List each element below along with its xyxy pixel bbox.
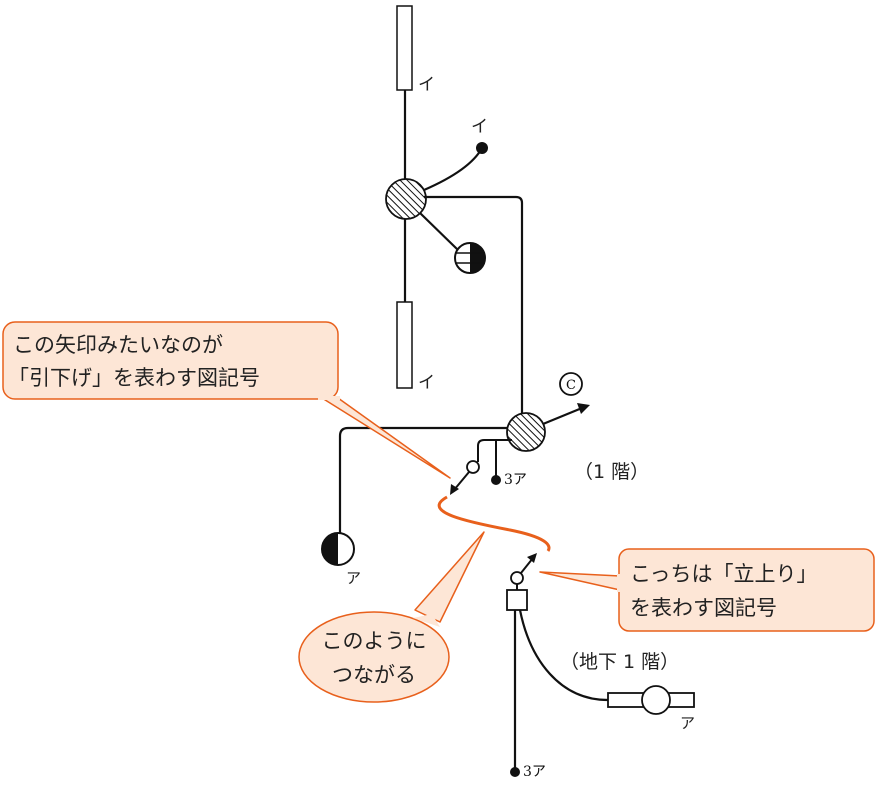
outlet-half-fill xyxy=(470,243,485,273)
callout-down-seam xyxy=(318,396,340,400)
rise-up-circle xyxy=(510,571,524,585)
rise-up-arrowhead xyxy=(527,553,537,563)
wire-to-c xyxy=(542,406,583,426)
rise-up-arrow-line xyxy=(520,557,534,574)
callout-up-line1: こっちは「立上り」 xyxy=(630,562,818,586)
pull-down-circle xyxy=(466,460,480,474)
label-a-left: ア xyxy=(346,569,361,587)
c-symbol xyxy=(559,372,583,396)
switch-dot-i xyxy=(476,142,488,154)
callout-up-pointer xyxy=(539,571,621,591)
floor-b1-label: （地下 1 階） xyxy=(560,651,679,673)
label-3a-bottom: 3ア xyxy=(523,764,546,780)
label-i-mid: イ xyxy=(418,373,435,393)
label-i-top: イ xyxy=(418,75,435,95)
connection-curve xyxy=(437,495,551,552)
dot-3a-upper xyxy=(491,475,501,485)
wire-basement-curve xyxy=(518,609,609,702)
arrow-to-c xyxy=(577,403,590,414)
floor-1-label: （1 階） xyxy=(574,461,649,483)
pull-down-arrowhead xyxy=(450,484,459,495)
callout-connect-pointer xyxy=(414,531,485,623)
callout-up-seam xyxy=(617,574,622,592)
callout-down-line1: この矢印みたいなのが xyxy=(13,333,223,357)
fluorescent-light-mid xyxy=(396,301,413,389)
callout-up-line2: を表わす図記号 xyxy=(630,596,777,620)
label-a-right: ア xyxy=(680,714,695,732)
callout-down-pointer xyxy=(321,397,451,479)
junction-box-lower xyxy=(506,412,546,452)
panel-left-fill xyxy=(322,533,338,565)
label-i-dot: イ xyxy=(471,117,488,137)
callout-connect-bubble xyxy=(298,611,450,703)
wire-outlet xyxy=(419,212,459,251)
fluorescent-light-top xyxy=(396,5,413,91)
pull-down-arrow-line xyxy=(453,471,470,491)
callout-connect-line1: このように xyxy=(322,629,427,653)
label-3a-upper: 3ア xyxy=(504,472,527,488)
wire-right-loop xyxy=(424,195,524,415)
label-c: C xyxy=(566,378,576,393)
basement-fixture-lamp xyxy=(641,685,671,715)
callout-connect-seam xyxy=(413,614,440,627)
pull-box-basement xyxy=(506,589,528,611)
wire-switch-i xyxy=(423,147,483,192)
callout-down-box xyxy=(2,321,339,400)
callout-down-line2: 「引下げ」を表わす図記号 xyxy=(8,366,260,390)
wire-to-3a-upper xyxy=(477,439,512,462)
callout-connect-line2: つながる xyxy=(332,663,416,687)
wire-left xyxy=(338,426,508,534)
dot-3a-bottom xyxy=(510,767,520,777)
